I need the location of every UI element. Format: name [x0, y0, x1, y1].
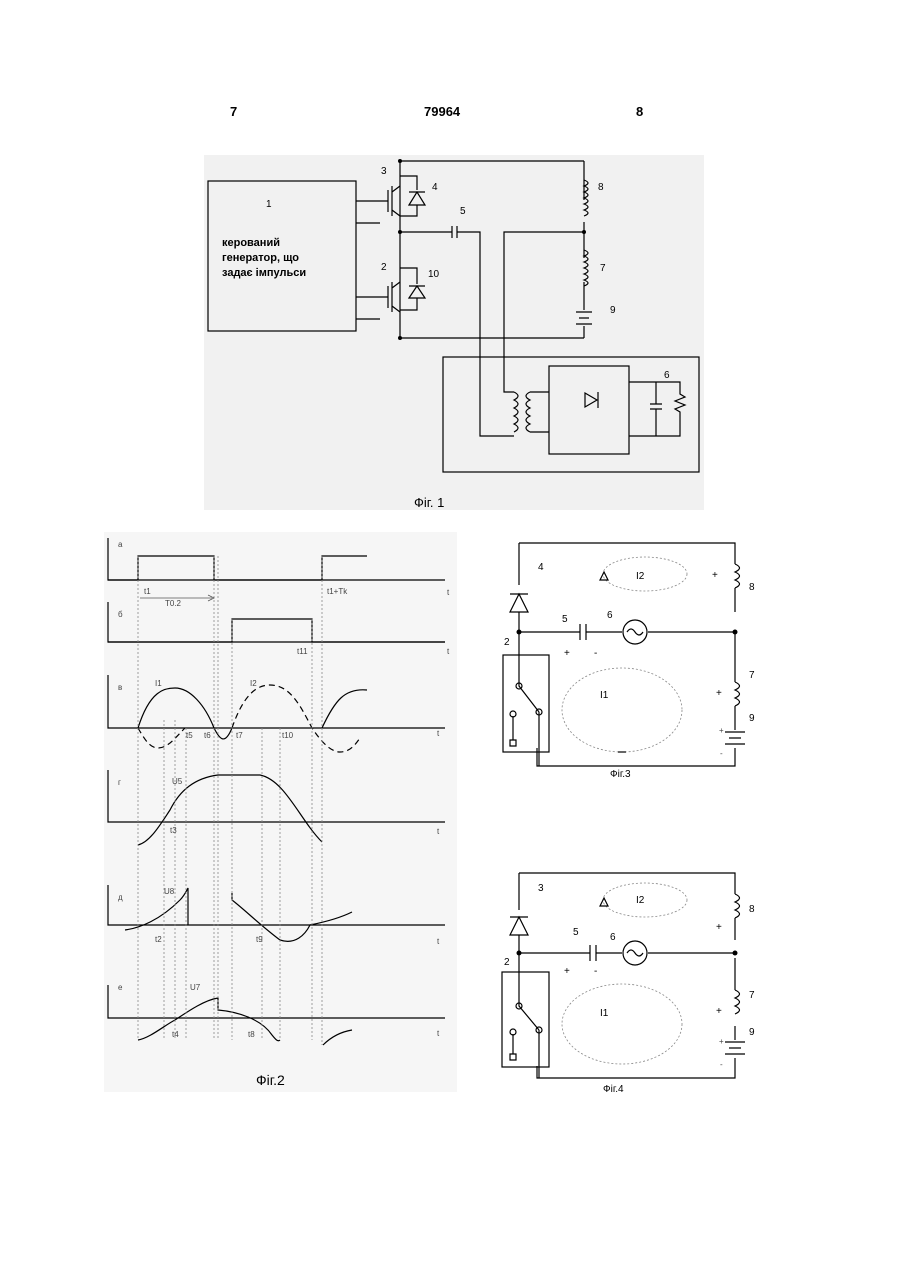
- fig3-minus-cap: -: [594, 648, 597, 659]
- fig2-t7: t7: [236, 731, 243, 740]
- fig3-caption: Фіг.3: [610, 769, 631, 780]
- fig3-label-7: 7: [749, 670, 755, 681]
- fig2-t11: t11: [297, 647, 308, 656]
- fig4-loop-I1: [562, 984, 682, 1064]
- fig1-label-9: 9: [610, 305, 616, 316]
- fig4-label-2: 2: [504, 957, 510, 968]
- fig2-t8: t8: [248, 1030, 255, 1039]
- fig4-inductor-8: [735, 894, 740, 918]
- fig2-t9: t9: [256, 935, 263, 944]
- fig3-battery-plus: +: [719, 726, 724, 735]
- fig2-U8: U8: [164, 887, 175, 896]
- fig2-T0-2: T0.2: [165, 599, 182, 608]
- fig2-panel-a: a: [118, 540, 123, 549]
- fig3-label-I1: I1: [600, 690, 609, 701]
- fig2-U7: U7: [190, 983, 201, 992]
- fig4-capacitor-5: [590, 945, 596, 961]
- fig1-label-4: 4: [432, 182, 438, 193]
- fig4-label-7: 7: [749, 990, 755, 1001]
- fig3-label-8: 8: [749, 582, 755, 593]
- fig1: 1 керований генератор, що задає імпульси: [204, 155, 704, 510]
- fig3: 4 I2 + 8 5 6 2 + - 7 + I1 9 + - Фіг.3: [503, 543, 755, 780]
- fig4-plus-7: +: [716, 1006, 722, 1017]
- fig3-diode-4: [510, 594, 528, 612]
- fig4: 3 I2 8 + 5 6 2 + - 7 + I1 9 + - Фіг.4: [502, 873, 755, 1095]
- fig3-label-4: 4: [538, 562, 544, 573]
- fig3-inductor-8: [735, 564, 740, 588]
- fig4-switch-2: [502, 972, 549, 1067]
- fig1-background: [204, 155, 704, 510]
- fig4-label-9: 9: [749, 1027, 755, 1038]
- fig2-background: [104, 532, 457, 1092]
- fig2-t1-Tk: t1+Tk: [327, 587, 348, 596]
- fig2-panel-b: б: [118, 610, 123, 619]
- fig4-battery-plus: +: [719, 1037, 724, 1046]
- fig4-label-I2: I2: [636, 895, 645, 906]
- fig3-plus-cap: +: [564, 648, 570, 659]
- fig3-loop-I1: [562, 668, 682, 752]
- fig4-plus-cap: +: [564, 966, 570, 977]
- fig2-panel-v: в: [118, 683, 122, 692]
- fig1-label-1: 1: [266, 199, 272, 210]
- fig3-battery-9: [725, 732, 745, 744]
- fig2-t10: t10: [282, 731, 294, 740]
- fig1-caption: Фіг. 1: [414, 495, 444, 510]
- fig4-minus-cap: -: [594, 966, 597, 977]
- fig1-label-7: 7: [600, 263, 606, 274]
- fig1-label-10: 10: [428, 269, 440, 280]
- fig1-label-5: 5: [460, 206, 466, 217]
- fig4-plus-8: +: [716, 922, 722, 933]
- fig2-panel-d: д: [118, 893, 123, 902]
- fig3-loop-I2: [603, 557, 687, 591]
- fig4-label-6: 6: [610, 932, 616, 943]
- fig2-panel-g: г: [118, 778, 121, 787]
- fig3-plus-top: +: [712, 570, 718, 581]
- fig4-label-5: 5: [573, 927, 579, 938]
- fig2-t5: t5: [186, 731, 193, 740]
- fig4-battery-9: [725, 1042, 745, 1054]
- fig3-label-5: 5: [562, 614, 568, 625]
- fig3-switch-2: [503, 655, 549, 752]
- fig4-label-I1: I1: [600, 1008, 609, 1019]
- fig1-label-2: 2: [381, 262, 387, 273]
- fig2-caption: Фіг.2: [256, 1072, 285, 1088]
- fig2: a б в г д е t t t t t t t1 T0.2 t1+Tk: [104, 532, 457, 1092]
- fig3-capacitor-5: [580, 624, 586, 640]
- fig4-label-3: 3: [538, 883, 544, 894]
- fig4-diode-3: [510, 917, 528, 935]
- fig3-label-I2: I2: [636, 571, 645, 582]
- generator-text-line-2: генератор, що: [222, 252, 299, 264]
- fig2-t3: t3: [170, 826, 177, 835]
- fig2-panel-e: е: [118, 983, 123, 992]
- fig2-t2: t2: [155, 935, 162, 944]
- fig3-label-9: 9: [749, 713, 755, 724]
- fig2-I2: I2: [250, 679, 257, 688]
- generator-text-line-1: керований: [222, 237, 280, 249]
- fig2-t4: t4: [172, 1030, 179, 1039]
- fig1-label-8: 8: [598, 182, 604, 193]
- fig4-label-8: 8: [749, 904, 755, 915]
- fig3-label-6: 6: [607, 610, 613, 621]
- fig2-t1: t1: [144, 587, 151, 596]
- generator-text-line-3: задає імпульси: [222, 267, 306, 279]
- fig4-loop-I2: [603, 883, 687, 917]
- fig2-I1: I1: [155, 679, 162, 688]
- fig2-t6: t6: [204, 731, 211, 740]
- fig3-battery-minus: -: [720, 749, 723, 758]
- fig4-battery-minus: -: [720, 1060, 723, 1069]
- fig4-caption: Фіг.4: [603, 1084, 624, 1095]
- fig3-label-2: 2: [504, 637, 510, 648]
- fig1-label-6: 6: [664, 370, 670, 381]
- fig2-U5: U5: [172, 777, 183, 786]
- fig1-label-3: 3: [381, 166, 387, 177]
- fig3-plus-7: +: [716, 688, 722, 699]
